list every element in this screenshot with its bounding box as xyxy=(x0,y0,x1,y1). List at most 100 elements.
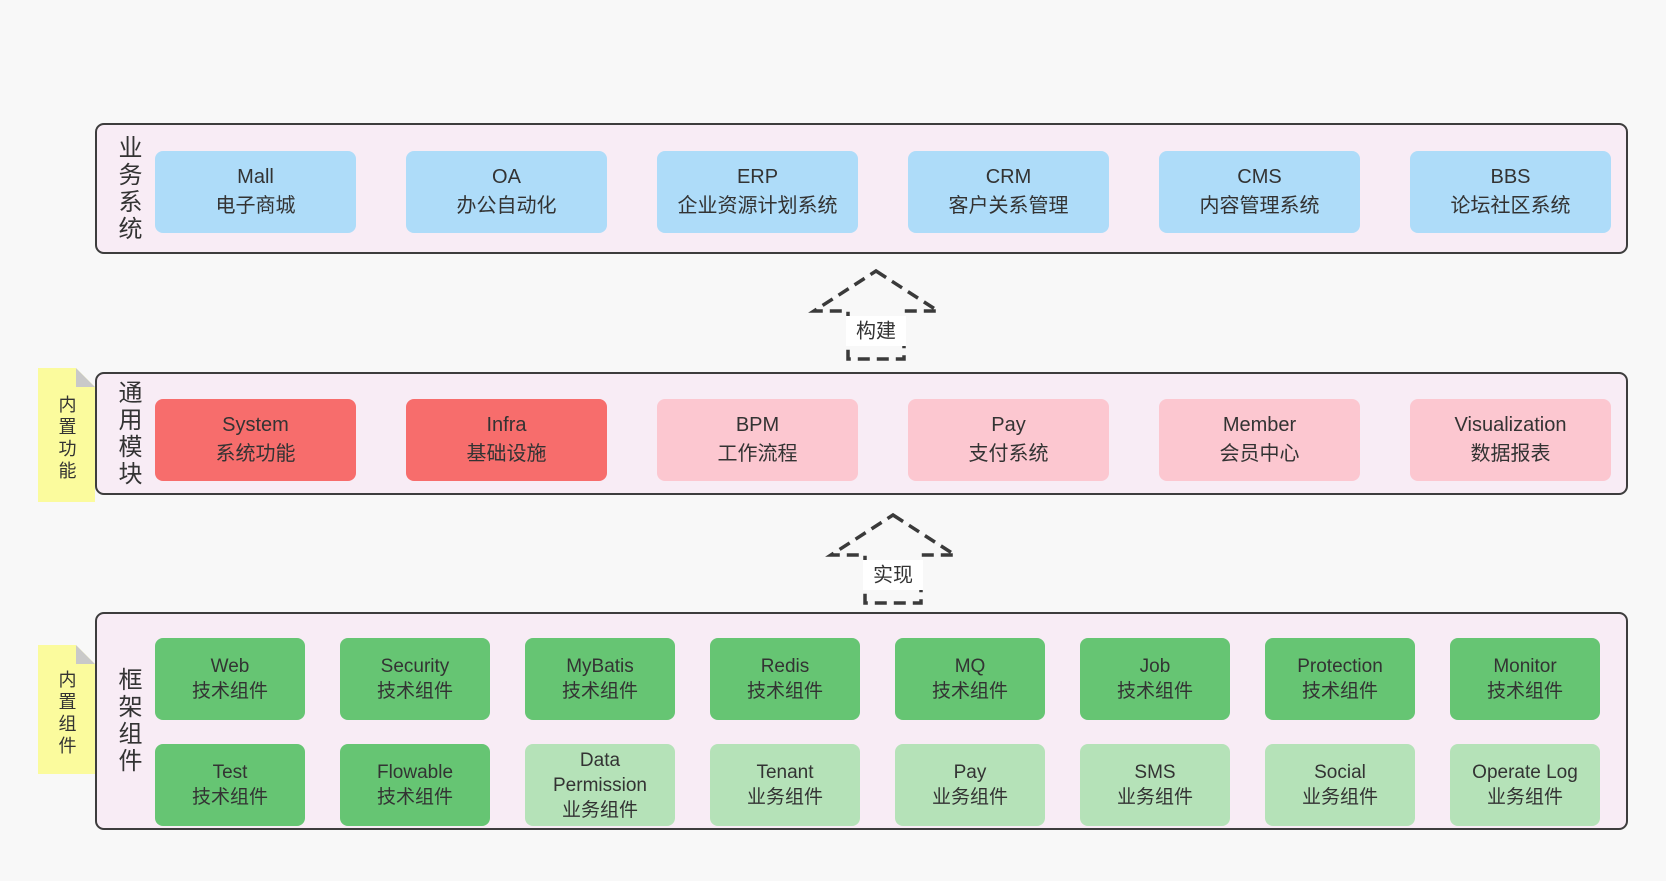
box-bbs: BBS 论坛社区系统 xyxy=(1410,151,1611,233)
box-pay: Pay 支付系统 xyxy=(908,399,1109,481)
box-subtitle: 技术组件 xyxy=(931,681,1008,702)
box-data-permission: Data Permission 业务组件 xyxy=(525,744,675,826)
box-member: Member 会员中心 xyxy=(1159,399,1360,481)
box-subtitle: 客户关系管理 xyxy=(948,195,1069,217)
box-subtitle: 内容管理系统 xyxy=(1199,195,1320,217)
box-subtitle: 企业资源计划系统 xyxy=(677,195,838,217)
box-title: CMS xyxy=(1237,166,1282,188)
box-subtitle: 论坛社区系统 xyxy=(1450,195,1571,217)
box-title: OA xyxy=(492,166,521,188)
box-subtitle: 技术组件 xyxy=(1301,681,1378,702)
box-pay: Pay 业务组件 xyxy=(895,744,1045,826)
box-title: SMS xyxy=(1134,762,1176,783)
box-subtitle: 技术组件 xyxy=(376,681,453,702)
box-title: BBS xyxy=(1490,166,1531,188)
box-title: Operate Log xyxy=(1472,762,1578,783)
box-title: MQ xyxy=(954,656,986,677)
box-job: Job 技术组件 xyxy=(1080,638,1230,720)
business-systems-panel: 业务系统 Mall 电子商城 OA 办公自动化 ERP 企业资源计划系统 CRM 客户关系管理… xyxy=(95,123,1628,254)
box-mall: Mall 电子商城 xyxy=(155,151,356,233)
box-subtitle: 办公自动化 xyxy=(456,195,557,217)
box-oa: OA 办公自动化 xyxy=(406,151,607,233)
box-mybatis: MyBatis 技术组件 xyxy=(525,638,675,720)
box-subtitle: 技术组件 xyxy=(191,681,268,702)
arrow-label-background xyxy=(846,316,906,346)
box-title: Infra xyxy=(486,414,527,436)
box-crm: CRM 客户关系管理 xyxy=(908,151,1109,233)
box-title: Mall xyxy=(237,166,274,188)
arrow-label: 实现 xyxy=(873,563,913,586)
box-flowable: Flowable 技术组件 xyxy=(340,744,490,826)
box-subtitle: 技术组件 xyxy=(376,787,453,808)
panel-label-business-systems: 业务系统 xyxy=(114,134,141,243)
box-subtitle: 基础设施 xyxy=(466,443,547,465)
box-web: Web 技术组件 xyxy=(155,638,305,720)
box-title: Job xyxy=(1139,656,1171,677)
box-subtitle: 技术组件 xyxy=(746,681,823,702)
box-monitor: Monitor 技术组件 xyxy=(1450,638,1600,720)
box-subtitle: 业务组件 xyxy=(931,787,1008,808)
sticky-note-text: 内置功能 xyxy=(56,395,77,483)
box-title: Pay xyxy=(953,762,987,783)
box-subtitle: 系统功能 xyxy=(215,443,296,465)
box-infra: Infra 基础设施 xyxy=(406,399,607,481)
box-subtitle: 技术组件 xyxy=(191,787,268,808)
box-title: Pay xyxy=(991,414,1026,436)
box-title: Monitor xyxy=(1493,656,1557,677)
box-title: MyBatis xyxy=(566,656,634,677)
box-subtitle: 会员中心 xyxy=(1219,443,1300,465)
box-title: ERP xyxy=(736,166,779,188)
box-subtitle: 业务组件 xyxy=(1301,787,1378,808)
box-title: Tenant xyxy=(756,762,814,783)
implement-arrow-icon: 实现 xyxy=(825,512,961,605)
build-arrow-icon: 构建 xyxy=(808,268,944,361)
panel-boxes: Mall 电子商城 OA 办公自动化 ERP 企业资源计划系统 CRM 客户关系管理 CMS 内容… xyxy=(97,125,1626,252)
sticky-note-text: 内置组件 xyxy=(56,669,77,758)
box-sms: SMS 业务组件 xyxy=(1080,744,1230,826)
box-cms: CMS 内容管理系统 xyxy=(1159,151,1360,233)
box-subtitle: 业务组件 xyxy=(561,799,638,821)
folded-corner-icon xyxy=(76,368,95,387)
box-row: Mall 电子商城 OA 办公自动化 ERP 企业资源计划系统 CRM 客户关系管理 CMS 内容… xyxy=(155,151,1626,233)
box-subtitle: 业务组件 xyxy=(746,787,823,808)
box-title: Flowable xyxy=(376,762,454,783)
sticky-note-builtin-features: 内置功能 xyxy=(38,368,95,502)
box-redis: Redis 技术组件 xyxy=(710,638,860,720)
arrow-outline xyxy=(825,512,961,605)
box-tenant: Tenant 业务组件 xyxy=(710,744,860,826)
box-title: CRM xyxy=(985,166,1032,188)
box-title: Data Permission xyxy=(553,749,647,796)
box-subtitle: 数据报表 xyxy=(1470,443,1551,465)
box-subtitle: 电子商城 xyxy=(215,195,296,217)
box-subtitle: 技术组件 xyxy=(1116,681,1193,702)
panel-label-framework-components: 框架组件 xyxy=(114,667,141,775)
box-title: Protection xyxy=(1297,656,1383,677)
arrow-label: 构建 xyxy=(856,319,896,342)
arrow-outline xyxy=(808,268,944,361)
box-title: Web xyxy=(210,656,250,677)
panel-label-common-modules: 通用模块 xyxy=(114,379,141,488)
box-title: Member xyxy=(1222,414,1297,436)
box-subtitle: 工作流程 xyxy=(717,443,798,465)
box-subtitle: 支付系统 xyxy=(968,443,1049,465)
box-subtitle: 技术组件 xyxy=(561,681,638,702)
box-subtitle: 业务组件 xyxy=(1486,787,1563,808)
box-subtitle: 业务组件 xyxy=(1116,787,1193,808)
box-mq: MQ 技术组件 xyxy=(895,638,1045,720)
box-protection: Protection 技术组件 xyxy=(1265,638,1415,720)
box-subtitle: 技术组件 xyxy=(1486,681,1563,702)
sticky-note-builtin-components: 内置组件 xyxy=(38,645,95,774)
box-title: BPM xyxy=(735,414,780,436)
box-title: Redis xyxy=(760,656,810,677)
arrow-label-background xyxy=(863,560,923,590)
